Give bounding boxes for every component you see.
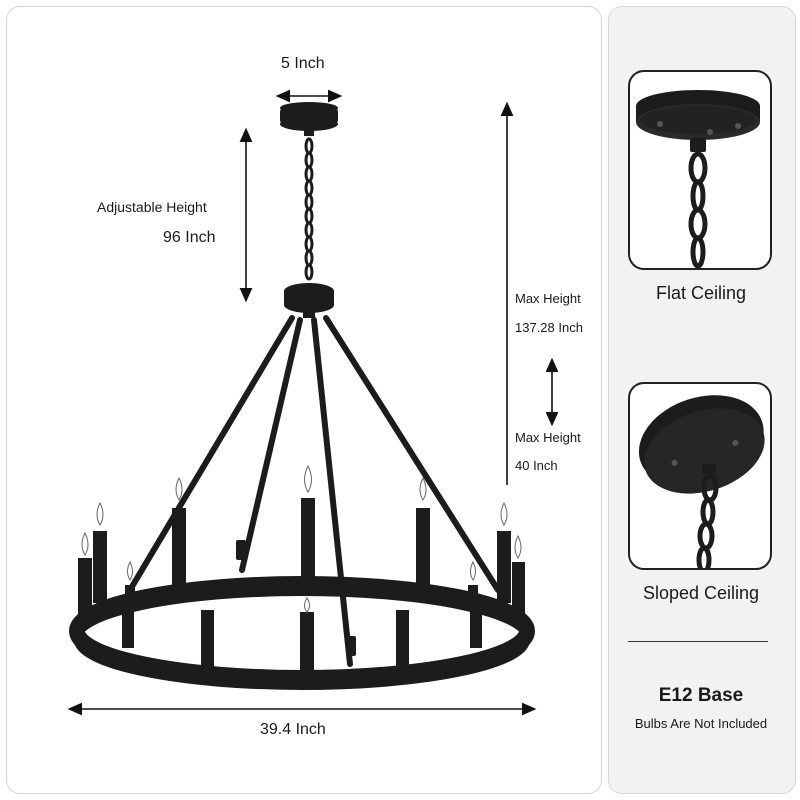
- adjustable-height-value: 96 Inch: [163, 229, 216, 246]
- sloped-canopy-icon: [638, 395, 765, 568]
- divider: [628, 641, 768, 642]
- chain: [304, 137, 314, 281]
- max-height-label-1: Max Height: [515, 291, 581, 306]
- max-height-label-2: Max Height: [515, 430, 581, 445]
- bulb-note: Bulbs Are Not Included: [634, 716, 768, 731]
- wheel-ring: [69, 576, 535, 690]
- front-bulbs: [81, 531, 522, 613]
- front-candles: [78, 558, 525, 674]
- canopy-width-label: 5 Inch: [281, 55, 325, 72]
- flat-canopy-icon: [636, 90, 760, 268]
- bulb-base-title: E12 Base: [658, 685, 744, 706]
- max-height-value-2: 40 Inch: [515, 458, 558, 473]
- sloped-ceiling-image: [628, 382, 772, 570]
- adjustable-height-label: Adjustable Height: [97, 199, 207, 215]
- canopy: [280, 102, 338, 136]
- flat-ceiling-image: [628, 70, 772, 270]
- sloped-ceiling-label: Sloped Ceiling: [642, 583, 760, 603]
- flat-ceiling-label: Flat Ceiling: [655, 283, 747, 303]
- support-rods: [127, 315, 501, 667]
- back-bulbs: [96, 464, 508, 581]
- max-height-value-1: 137.28 Inch: [515, 320, 583, 335]
- hub: [284, 283, 334, 318]
- rod-connectors: [236, 540, 356, 656]
- diameter-label: 39.4 Inch: [260, 721, 326, 738]
